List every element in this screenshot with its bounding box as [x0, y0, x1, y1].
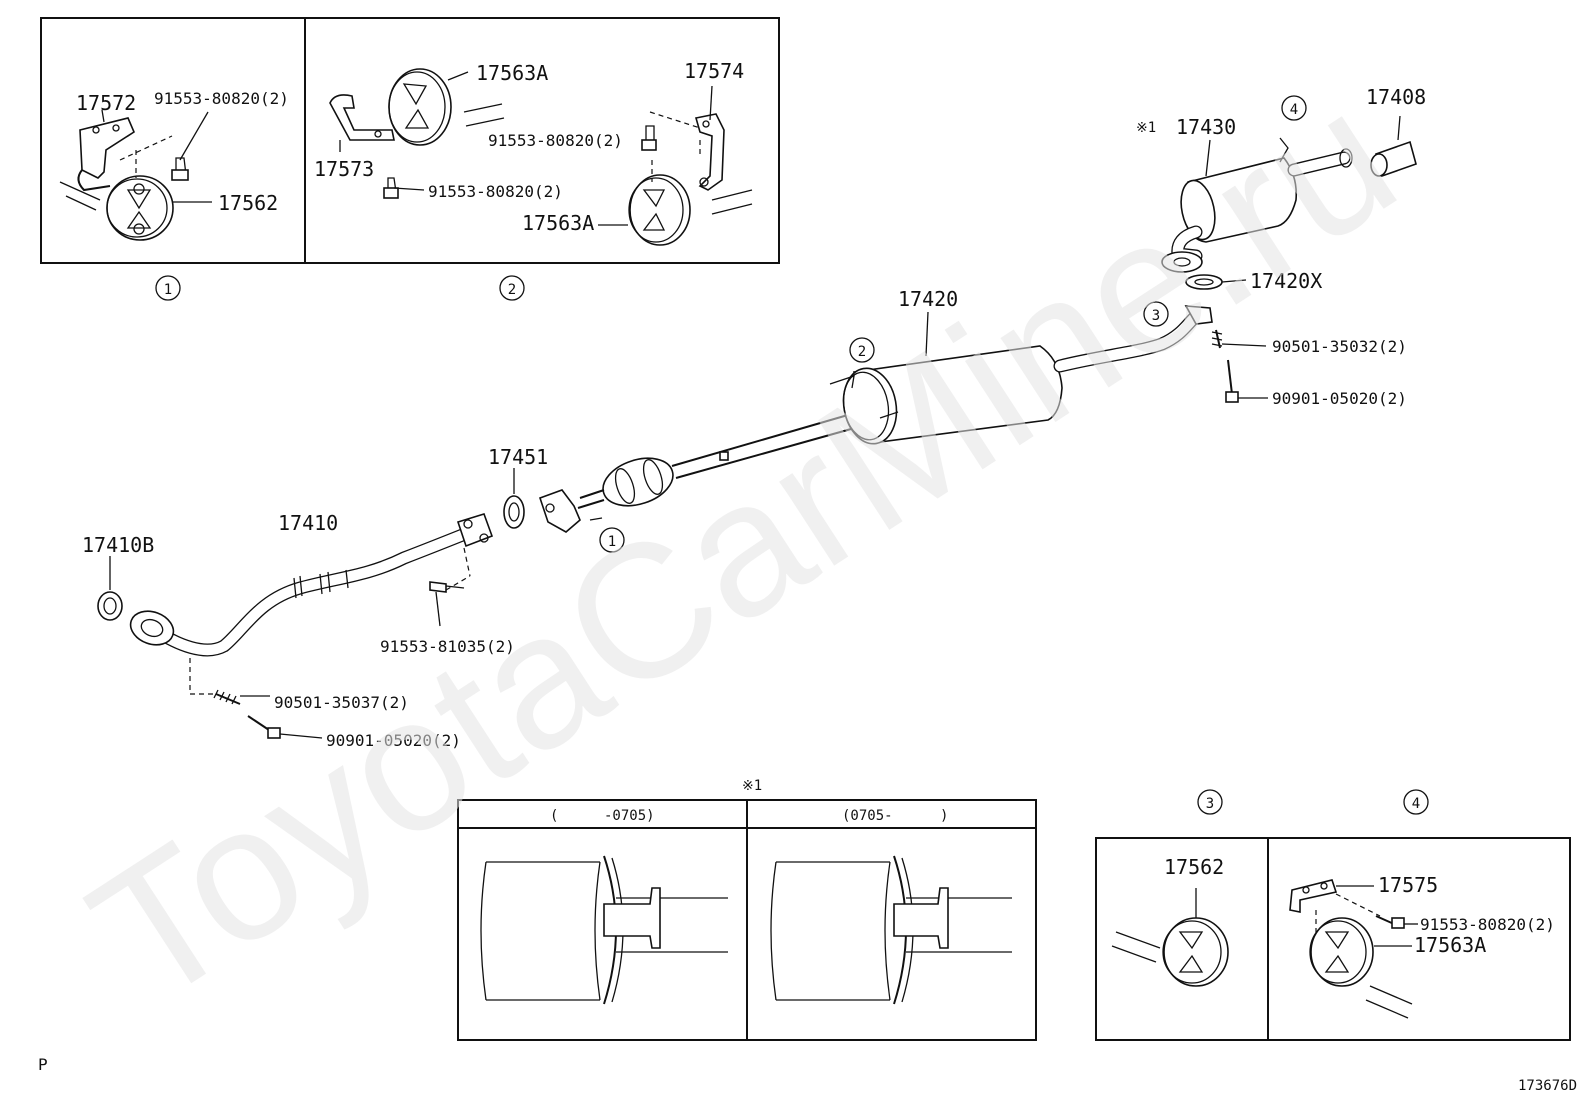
inset-hangers-3-4 [1095, 837, 1571, 1041]
range-left-paren: ( [550, 808, 558, 824]
insulator-17563A-d [1309, 917, 1374, 987]
muffler-17420 [829, 305, 1213, 445]
label-17410B: 17410B [82, 533, 154, 557]
bracket-17573 [329, 94, 395, 141]
range-left-code: -0705) [604, 808, 655, 824]
label-17574: 17574 [684, 59, 744, 83]
label-17430: 17430 [1176, 115, 1236, 139]
svg-text:1: 1 [164, 282, 172, 298]
diagram-code: 173676D [1518, 1078, 1577, 1094]
svg-text:2: 2 [858, 344, 866, 360]
gasket-17410B [97, 591, 123, 621]
label-17420: 17420 [898, 287, 958, 311]
variant-comparison-table [457, 799, 1037, 1041]
label-91553-80820-b: 91553-80820(2) [488, 131, 623, 150]
label-17451: 17451 [488, 445, 548, 469]
circled-callouts: 1 2 1 2 3 4 3 4 [155, 95, 1429, 815]
label-17563A-b: 17563A [522, 211, 594, 235]
tail-tip-17408 [1370, 140, 1417, 178]
variant-drawing-early [480, 855, 728, 1005]
main-exhaust-assembly [97, 115, 1417, 739]
label-90901-05020-a: 90901-05020(2) [1272, 389, 1407, 408]
svg-text:3: 3 [1152, 308, 1160, 324]
range-right-code: (0705- [842, 808, 893, 824]
part-labels: 17572 91553-80820(2) 17562 17563A 17574 … [38, 59, 1577, 1094]
bolt-91553-d [1375, 915, 1405, 929]
bolt-90901-05020-b [247, 715, 281, 739]
insulator-17563A-b [388, 68, 452, 146]
note-mark-table: ※1 [742, 778, 762, 794]
label-91553-80820-d: 91553-80820(2) [1420, 915, 1555, 934]
callout-circle-1-main: 1 [599, 527, 625, 553]
inset-frame-top [40, 17, 780, 264]
label-17573: 17573 [314, 157, 374, 181]
label-17563A-a: 17563A [476, 61, 548, 85]
insulator-17562-a [106, 175, 174, 241]
gasket-17420X [1185, 274, 1223, 290]
callout-circle-3-inset: 3 [1197, 789, 1223, 815]
callout-circle-2-inset: 2 [499, 275, 525, 301]
inset-hangers-1-2 [40, 17, 780, 264]
bolt-90901-05020-a [1225, 359, 1239, 403]
range-right-paren: ) [940, 808, 948, 824]
svg-text:4: 4 [1412, 796, 1420, 812]
center-pipe-converter [538, 407, 877, 533]
bracket-17572 [77, 117, 136, 192]
bolt-91553-c [383, 177, 399, 199]
note-mark-main: ※1 [1136, 120, 1156, 136]
label-17408: 17408 [1366, 85, 1426, 109]
svg-text:2: 2 [508, 282, 516, 298]
label-91553-80820-c: 91553-80820(2) [428, 182, 563, 201]
label-17420X: 17420X [1250, 269, 1322, 293]
label-90901-05020-b: 90901-05020(2) [326, 731, 461, 750]
bolt-91553-b [641, 125, 657, 151]
callout-circle-1-inset: 1 [155, 275, 181, 301]
label-17562-a: 17562 [218, 191, 278, 215]
variant-drawing-late [770, 855, 1012, 1005]
svg-text:4: 4 [1290, 102, 1298, 118]
insulator-17563A-c [628, 174, 691, 246]
svg-text:1: 1 [608, 534, 616, 550]
label-17410: 17410 [278, 511, 338, 535]
callout-circle-4-inset: 4 [1403, 789, 1429, 815]
tail-muffler-17430 [1161, 137, 1353, 273]
bracket-17575 [1289, 879, 1338, 913]
callout-circle-2-main: 2 [849, 337, 875, 363]
label-17575: 17575 [1378, 873, 1438, 897]
callout-circle-3-main: 3 [1143, 301, 1169, 327]
corner-mark: P [38, 1055, 48, 1074]
label-91553-81035: 91553-81035(2) [380, 637, 515, 656]
label-91553-80820-a: 91553-80820(2) [154, 89, 289, 108]
label-90501-35032: 90501-35032(2) [1272, 337, 1407, 356]
svg-text:3: 3 [1206, 796, 1214, 812]
spring-90501-35037 [213, 689, 241, 705]
label-17562-b: 17562 [1164, 855, 1224, 879]
label-17563A-c: 17563A [1414, 933, 1486, 957]
front-pipe-17410 [129, 513, 494, 657]
spring-90501-35032 [1211, 329, 1223, 349]
label-90501-35037: 90501-35037(2) [274, 693, 409, 712]
insulator-17562-b [1162, 917, 1229, 987]
bolt-91553-a [171, 157, 189, 181]
label-17572: 17572 [76, 91, 136, 115]
bolt-91553-81035 [429, 581, 465, 593]
gasket-17451 [503, 495, 525, 529]
callout-circle-4-main: 4 [1281, 95, 1307, 121]
bracket-17574 [694, 113, 725, 191]
